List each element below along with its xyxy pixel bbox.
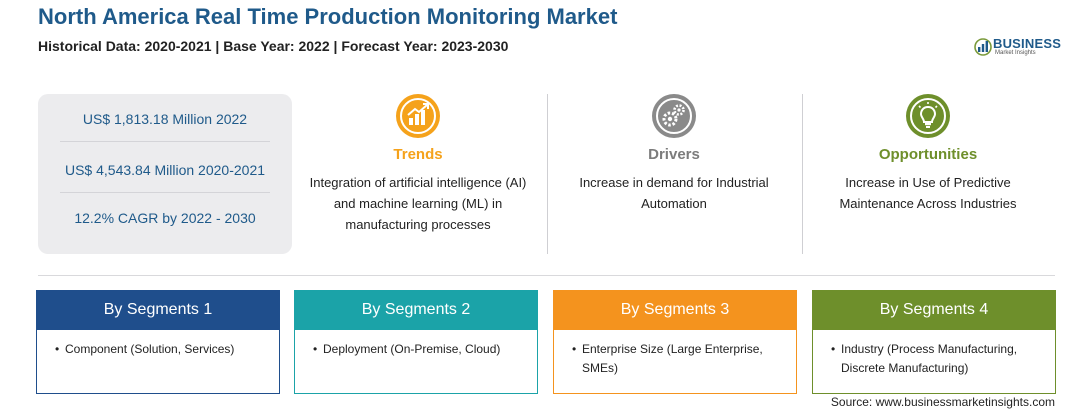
segment-header: By Segments 3 xyxy=(554,290,796,330)
logo-mark-icon xyxy=(974,38,992,56)
logo-name: BUSINESS xyxy=(993,36,1062,51)
stat-divider xyxy=(60,192,270,193)
segment-item-text: Industry (Process Manufacturing, Discret… xyxy=(841,342,1018,375)
drivers-column: Drivers Increase in demand for Industria… xyxy=(554,94,794,214)
logo-tagline: Market Insights xyxy=(995,50,1036,56)
stat-cagr: 12.2% CAGR by 2022 - 2030 xyxy=(74,210,256,226)
page-title: North America Real Time Production Monit… xyxy=(38,4,618,29)
bar-chart-growth-icon xyxy=(396,94,440,138)
segment-item: • Enterprise Size (Large Enterprise, SME… xyxy=(554,330,796,378)
stat-historical-value: US$ 4,543.84 Million 2020-2021 xyxy=(64,162,266,178)
segment-card-3: By Segments 3 • Enterprise Size (Large E… xyxy=(553,290,797,394)
trends-column: Trends Integration of artificial intelli… xyxy=(298,94,538,235)
segment-card-1: By Segments 1 • Component (Solution, Ser… xyxy=(36,290,280,394)
segment-item-text: Component (Solution, Services) xyxy=(65,342,235,356)
segment-item-text: Enterprise Size (Large Enterprise, SMEs) xyxy=(582,342,763,375)
bullet-icon: • xyxy=(831,342,836,356)
segment-header: By Segments 4 xyxy=(813,290,1055,330)
opportunities-column: Opportunities Increase in Use of Predict… xyxy=(808,94,1048,214)
trends-text: Integration of artificial intelligence (… xyxy=(309,175,527,232)
segment-item: • Industry (Process Manufacturing, Discr… xyxy=(813,330,1055,378)
section-divider xyxy=(38,275,1055,276)
page-subtitle: Historical Data: 2020-2021 | Base Year: … xyxy=(38,38,509,54)
bullet-icon: • xyxy=(55,342,60,356)
opportunities-title: Opportunities xyxy=(878,146,978,163)
bullet-icon: • xyxy=(313,342,318,356)
gears-icon xyxy=(652,94,696,138)
drivers-title: Drivers xyxy=(648,146,700,163)
lightbulb-icon xyxy=(906,94,950,138)
segment-card-2: By Segments 2 • Deployment (On-Premise, … xyxy=(294,290,538,394)
segment-header: By Segments 2 xyxy=(295,290,537,330)
opportunities-text: Increase in Use of Predictive Maintenanc… xyxy=(839,175,1017,211)
column-divider xyxy=(802,94,803,254)
key-stats-panel: US$ 1,813.18 Million 2022 US$ 4,543.84 M… xyxy=(38,94,292,254)
brand-logo: BUSINESS Market Insights xyxy=(974,34,1062,60)
segment-item-text: Deployment (On-Premise, Cloud) xyxy=(323,342,501,356)
stat-market-size-2022: US$ 1,813.18 Million 2022 xyxy=(82,111,248,127)
trends-title: Trends xyxy=(393,146,443,163)
segment-header: By Segments 1 xyxy=(37,290,279,330)
stat-divider xyxy=(60,141,270,142)
segment-item: • Deployment (On-Premise, Cloud) xyxy=(295,330,537,359)
segment-item: • Component (Solution, Services) xyxy=(37,330,279,359)
source-citation: Source: www.businessmarketinsights.com xyxy=(830,395,1055,409)
drivers-text: Increase in demand for Industrial Automa… xyxy=(579,175,769,211)
bullet-icon: • xyxy=(572,342,577,356)
column-divider xyxy=(547,94,548,254)
segment-card-4: By Segments 4 • Industry (Process Manufa… xyxy=(812,290,1056,394)
